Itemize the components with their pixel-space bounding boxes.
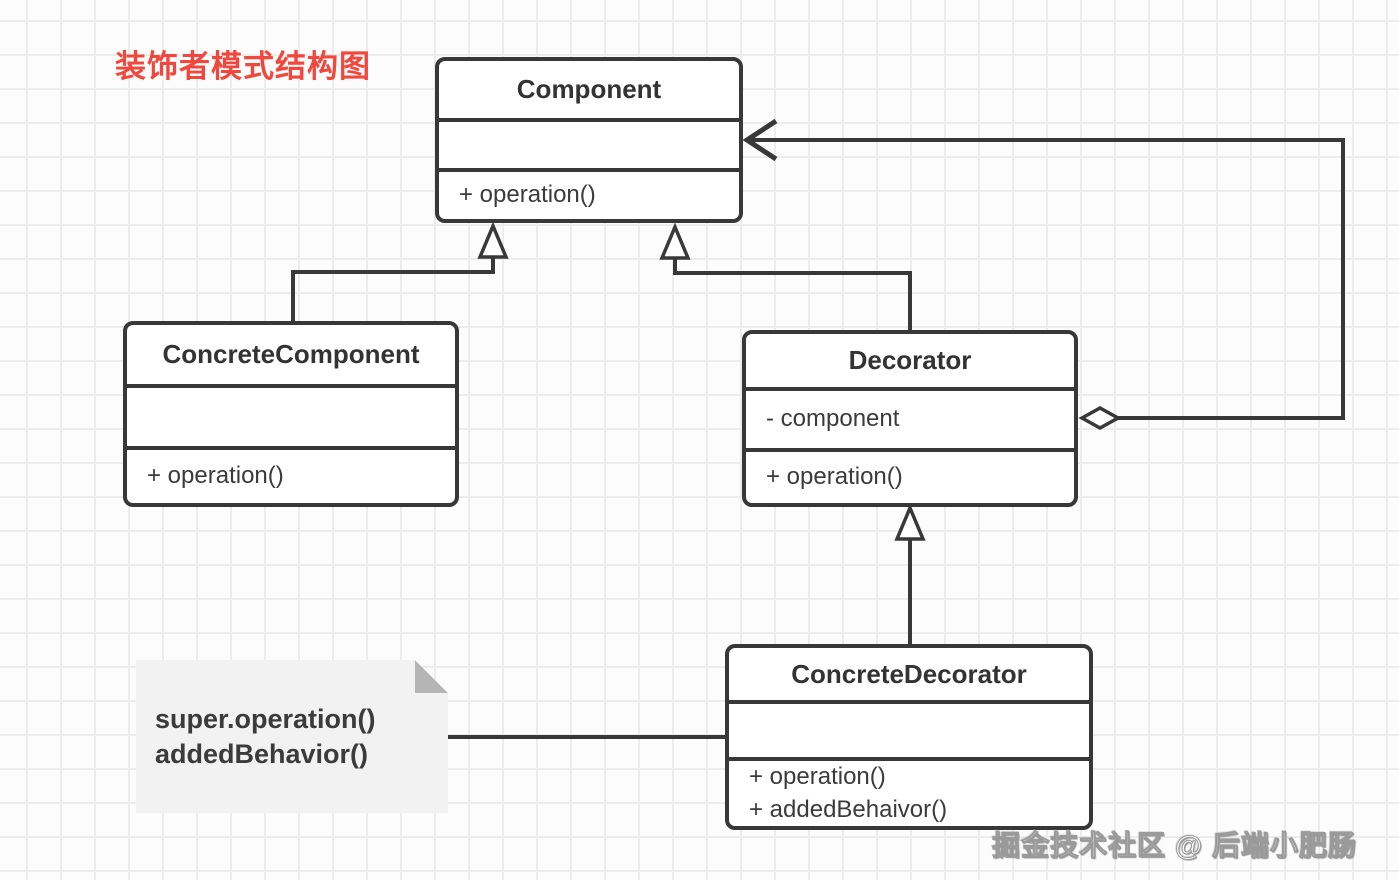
method-label: + addedBehaivor() (749, 795, 948, 823)
inheritance-arrow-concretedecorator-to-decorator (894, 503, 926, 644)
inheritance-arrow-decorator-to-component (659, 222, 912, 330)
class-title-decorator: Decorator (848, 345, 972, 375)
class-title-concrete-decorator: ConcreteDecorator (791, 658, 1027, 689)
class-box-concrete-decorator[interactable]: ConcreteDecorator + operation() + addedB… (725, 644, 1093, 830)
note-line-2: addedBehavior() (155, 739, 369, 770)
class-methods-concrete-decorator: + operation() + addedBehaivor() (729, 757, 1089, 826)
attribute-label: - component (766, 405, 900, 433)
class-attributes-component (439, 118, 739, 168)
method-label: + operation() (749, 763, 886, 791)
class-methods-decorator: + operation() (746, 448, 1074, 503)
class-box-concrete-component[interactable]: ConcreteComponent + operation() (123, 321, 459, 507)
class-box-component[interactable]: Component + operation() (435, 57, 743, 223)
class-methods-component: + operation() (439, 168, 739, 219)
class-attributes-concrete-component (127, 384, 455, 446)
class-title-concrete-component: ConcreteComponent (162, 339, 420, 369)
class-attributes-concrete-decorator (729, 700, 1089, 757)
aggregation-arrow-decorator-to-component (742, 118, 1345, 431)
watermark-text: 掘金技术社区 @ 后端小肥肠 (992, 830, 1357, 862)
diagram-title: 装饰者模式结构图 (115, 49, 371, 84)
note-line-1: super.operation() (155, 704, 376, 734)
class-title-component: Component (516, 74, 662, 104)
method-label: + operation() (766, 463, 903, 491)
uml-note[interactable]: super.operation() addedBehavior() (136, 660, 448, 813)
method-label: + operation() (459, 181, 596, 209)
note-text: super.operation() addedBehavior() (155, 702, 376, 772)
inheritance-arrow-concretecomponent-to-component (291, 221, 509, 321)
class-box-decorator[interactable]: Decorator - component + operation() (742, 330, 1078, 507)
method-label: + operation() (147, 462, 284, 490)
class-attributes-decorator: - component (746, 387, 1074, 448)
class-methods-concrete-component: + operation() (127, 446, 455, 503)
